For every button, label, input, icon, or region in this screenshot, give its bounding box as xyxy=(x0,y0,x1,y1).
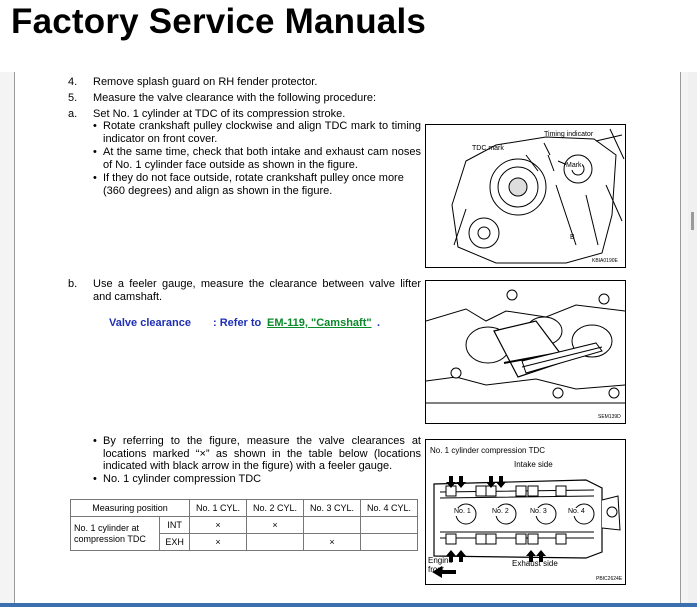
engine-front-cover-illustration: B xyxy=(451,128,625,264)
step-a-bullet-3: If they do not face outside, rotate cran… xyxy=(103,172,404,197)
step-5-number: 5. xyxy=(68,92,78,104)
cell-exh-cyl-3: × xyxy=(303,533,361,551)
step-4-number: 4. xyxy=(68,76,78,88)
table-header-row: Measuring position No. 1 CYL. No. 2 CYL.… xyxy=(70,499,418,517)
step-b-number: b. xyxy=(68,278,78,290)
cylinder-3-label: No. 3 xyxy=(530,508,547,516)
measure-bullet-2: No. 1 cylinder compression TDC xyxy=(103,473,262,485)
header-cyl-3: No. 3 CYL. xyxy=(303,499,361,517)
site-title: Factory Service Manuals xyxy=(11,2,427,41)
site-header: Factory Service Manuals xyxy=(0,0,697,72)
header-measuring-position: Measuring position xyxy=(70,499,190,517)
scrollbar-thumb[interactable] xyxy=(691,212,694,230)
tdc-mark-label: TDC mark xyxy=(472,145,504,152)
cylinder-1-label: No. 1 xyxy=(454,508,471,516)
bullet-marker: • xyxy=(93,172,97,184)
figure-title: No. 1 cylinder compression TDC xyxy=(430,446,546,455)
document-viewer[interactable]: 4. Remove splash guard on RH fender prot… xyxy=(0,72,697,607)
vertical-scrollbar[interactable] xyxy=(688,72,697,604)
feeler-gauge-figure: SEM139D xyxy=(425,280,626,424)
header-cyl-1: No. 1 CYL. xyxy=(189,499,247,517)
engine-front-label: Engine front xyxy=(428,556,453,574)
cell-int-cyl-4 xyxy=(360,516,418,534)
step-5-text: Measure the valve clearance with the fol… xyxy=(93,92,377,104)
cylinder-head-figure: No. 1 cylinder compression TDC Intake si… xyxy=(425,439,626,585)
cell-int-cyl-3 xyxy=(303,516,361,534)
feeler-gauge-illustration xyxy=(426,289,625,404)
table-row: No. 1 cylinder at compression TDC INT × … xyxy=(69,516,418,551)
cylinder-2-label: No. 2 xyxy=(492,508,509,516)
step-a-text: Set No. 1 cylinder at TDC of its compres… xyxy=(93,108,346,120)
valve-exh: EXH xyxy=(159,533,190,551)
cell-int-cyl-1: × xyxy=(189,516,247,534)
step-a-bullet-2: At the same time, check that both intake… xyxy=(103,146,421,171)
intake-side-label: Intake side xyxy=(514,460,553,469)
bullet-marker: • xyxy=(93,473,97,485)
mark-label: Mark xyxy=(566,162,582,170)
spec-refer-suffix: . xyxy=(377,317,381,329)
svg-text:B: B xyxy=(570,234,575,241)
bullet-marker: • xyxy=(93,146,97,158)
step-4-text: Remove splash guard on RH fender protect… xyxy=(93,76,318,88)
step-a-number: a. xyxy=(68,108,78,120)
manual-page: 4. Remove splash guard on RH fender prot… xyxy=(14,72,681,605)
cell-exh-cyl-2 xyxy=(246,533,304,551)
timing-indicator-label: Timing indicator xyxy=(544,131,594,138)
cylinder-4-label: No. 4 xyxy=(568,508,585,516)
bullet-marker: • xyxy=(93,120,97,132)
timing-mark-figure: B Timing indicator TDC mark Mark KBIA019… xyxy=(425,124,626,268)
header-cyl-2: No. 2 CYL. xyxy=(246,499,304,517)
step-a-bullet-1: Rotate crankshaft pulley clockwise and a… xyxy=(103,120,421,145)
bullet-marker: • xyxy=(93,435,97,447)
cell-exh-cyl-1: × xyxy=(189,533,247,551)
spec-label: Valve clearance xyxy=(109,317,191,329)
measure-bullet-1: By referring to the figure, measure the … xyxy=(103,435,421,472)
cell-int-cyl-2: × xyxy=(246,516,304,534)
header-cyl-4: No. 4 CYL. xyxy=(360,499,418,517)
spec-refer-prefix: : Refer to xyxy=(213,317,262,329)
figure-code: SEM139D xyxy=(598,414,621,420)
table-row: EXH × × xyxy=(71,533,418,551)
cell-exh-cyl-4 xyxy=(360,533,418,551)
step-b-text: Use a feeler gauge, measure the clearanc… xyxy=(93,278,421,303)
bottom-border xyxy=(0,603,697,607)
exhaust-side-label: Exhaust side xyxy=(512,559,558,568)
valve-int: INT xyxy=(159,516,190,534)
row-label: No. 1 cylinder at compression TDC xyxy=(69,516,161,551)
figure-code: PBIC2624E xyxy=(596,576,623,582)
camshaft-reference-link[interactable]: EM-119, "Camshaft" xyxy=(267,317,372,329)
figure-code: KBIA0190E xyxy=(592,258,618,264)
measuring-position-table: Measuring position No. 1 CYL. No. 2 CYL.… xyxy=(69,499,418,551)
